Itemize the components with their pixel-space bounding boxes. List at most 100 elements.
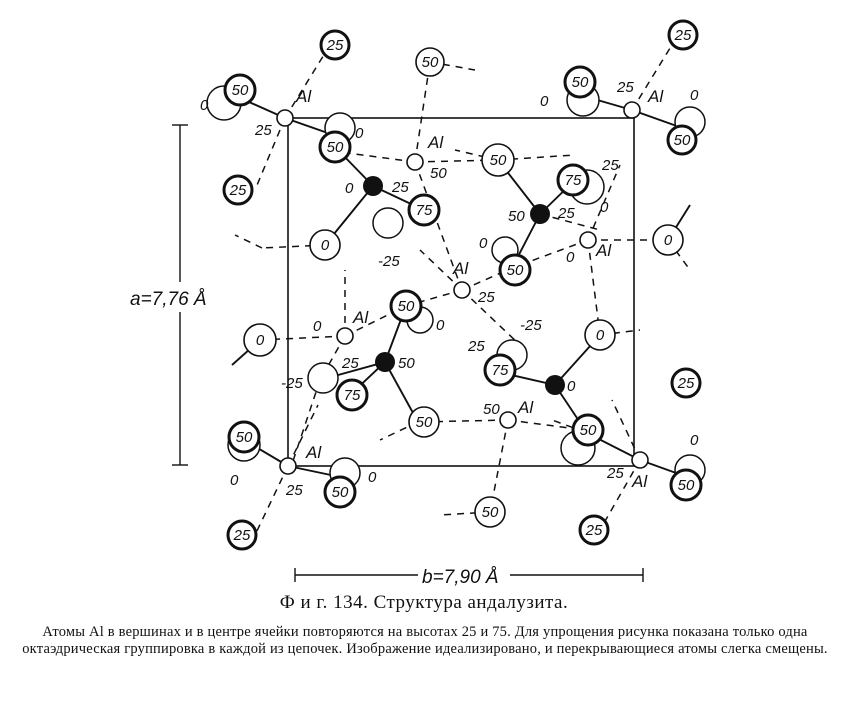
height-label: -25 (378, 253, 400, 270)
svg-text:50: 50 (572, 74, 589, 91)
height-label: 0 (368, 469, 377, 486)
labeled-atom: 50 (389, 289, 423, 323)
dimension-a-label: a=7,76 Å (130, 289, 207, 310)
bond-line (611, 399, 641, 461)
aluminum-atom (579, 231, 597, 249)
dimension-b-label: b=7,90 Å (422, 567, 499, 588)
bond-line (461, 289, 521, 346)
silicon-atom (530, 204, 550, 224)
height-label: -25 (281, 375, 303, 392)
aluminum-label: Al (352, 308, 369, 327)
labeled-atom: 25 (578, 514, 610, 546)
height-label: 50 (508, 208, 525, 225)
silicon-atom (375, 352, 395, 372)
bond-line (631, 39, 676, 111)
labeled-atom: 25 (670, 367, 702, 399)
height-label: 25 (616, 79, 634, 96)
labeled-atom: 0 (243, 323, 277, 357)
labeled-atom: 25 (226, 519, 258, 551)
svg-text:75: 75 (344, 387, 361, 404)
height-label: 25 (254, 122, 272, 139)
height-label: 50 (483, 401, 500, 418)
svg-text:50: 50 (490, 152, 507, 169)
svg-text:50: 50 (232, 82, 249, 99)
atom-symbols: 25 50 25 50 50 25 50 50 75 75 0 0 50 50 0 0 75 75 50 50 50 25… (206, 19, 706, 551)
aluminum-label: Al (631, 472, 648, 491)
bond-line (234, 234, 263, 249)
labeled-atom: 75 (407, 193, 441, 227)
labeled-atom: 50 (323, 475, 357, 509)
bond-line (289, 379, 321, 471)
height-label: 0 (600, 199, 609, 216)
height-label: 0 (355, 125, 364, 142)
labeled-atom: 50 (666, 124, 698, 156)
svg-text:50: 50 (507, 262, 524, 279)
height-label: 0 (690, 432, 699, 449)
svg-text:50: 50 (398, 298, 415, 315)
height-label: 50 (398, 355, 415, 372)
svg-text:75: 75 (492, 362, 509, 379)
aluminum-atom (276, 109, 294, 127)
labeled-atom: 50 (669, 468, 703, 502)
height-label: 0 (566, 249, 575, 266)
svg-text:25: 25 (677, 375, 695, 392)
labeled-atom: 75 (335, 378, 369, 412)
height-label: -25 (520, 317, 542, 334)
aluminum-label: Al (305, 443, 322, 462)
bond-line (405, 289, 463, 307)
svg-text:0: 0 (596, 327, 605, 344)
labeled-atom: 50 (227, 420, 261, 454)
silicon-atom (545, 375, 565, 395)
figure-caption-title: Ф и г. 134. Структура андалузита. (279, 592, 569, 613)
oxygen-atom (307, 362, 339, 394)
height-label: 0 (690, 87, 699, 104)
figure-caption-body: Атомы Al в вершинах и в центре ячейки по… (22, 624, 828, 657)
aluminum-label: Al (295, 87, 312, 106)
height-label: 25 (341, 355, 359, 372)
labeled-atom: 25 (222, 174, 254, 206)
labeled-atom: 50 (498, 253, 532, 287)
svg-text:50: 50 (327, 139, 344, 156)
aluminum-atom (336, 327, 354, 345)
svg-text:50: 50 (422, 54, 439, 71)
bond-line (599, 459, 641, 531)
oxygen-atom (372, 207, 404, 239)
svg-text:50: 50 (580, 422, 597, 439)
svg-text:50: 50 (678, 477, 695, 494)
aluminum-atom (406, 153, 424, 171)
labeled-atom: 50 (474, 496, 506, 528)
labeled-atom: 50 (571, 413, 605, 447)
labeled-atom: 0 (652, 224, 684, 256)
aluminum-atom (623, 101, 641, 119)
aluminum-label: Al (427, 133, 444, 152)
aluminum-label: Al (595, 241, 612, 260)
svg-text:50: 50 (674, 132, 691, 149)
aluminum-atom (279, 457, 297, 475)
svg-text:0: 0 (321, 237, 330, 254)
unit-cell-outline (287, 117, 635, 467)
labeled-atom: 75 (483, 353, 517, 387)
labeled-atom: 75 (556, 163, 590, 197)
labeled-atom: 50 (318, 130, 352, 164)
labeled-atom: 0 (584, 319, 616, 351)
svg-text:0: 0 (256, 332, 265, 349)
svg-text:50: 50 (416, 414, 433, 431)
svg-text:50: 50 (332, 484, 349, 501)
height-label: 25 (477, 289, 495, 306)
bond-line (254, 465, 289, 536)
svg-text:25: 25 (326, 37, 344, 54)
svg-text:50: 50 (482, 504, 499, 521)
bond-line (254, 117, 286, 191)
labeled-atom: 25 (319, 29, 351, 61)
svg-text:25: 25 (229, 182, 247, 199)
height-label: 0 (230, 472, 239, 489)
labeled-atom: 50 (223, 73, 257, 107)
bond-line (414, 61, 431, 163)
height-label: 50 (430, 165, 447, 182)
bond-line (284, 44, 331, 119)
aluminum-atom (631, 451, 649, 469)
labeled-atom: 25 (667, 19, 699, 51)
aluminum-label: Al (452, 259, 469, 278)
bond-line (539, 213, 601, 231)
svg-text:0: 0 (664, 232, 673, 249)
